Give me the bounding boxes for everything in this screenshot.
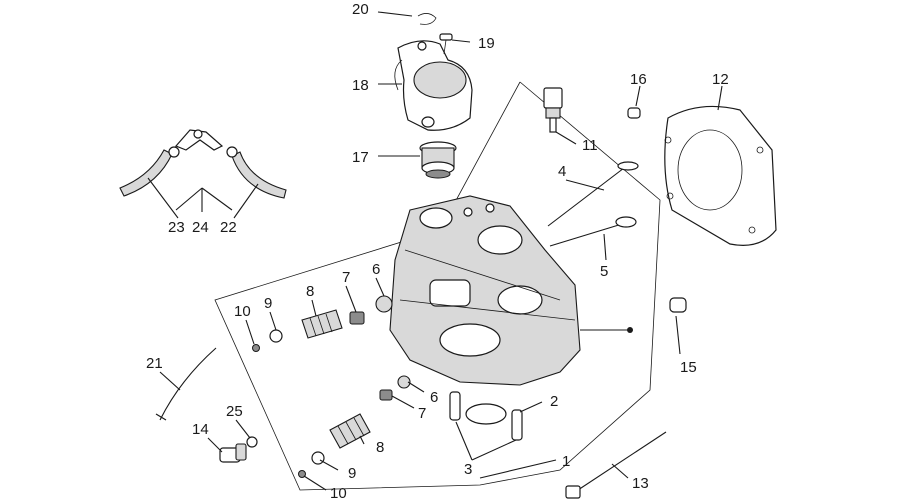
head-bolt bbox=[565, 431, 667, 499]
callout-7-upper: 7 bbox=[342, 269, 350, 286]
callout-23: 23 bbox=[168, 219, 185, 236]
callout-24: 24 bbox=[192, 219, 209, 236]
valve-seal-lower bbox=[397, 375, 411, 389]
breather-hose-ends bbox=[155, 413, 167, 421]
o-ring-3 bbox=[465, 403, 507, 425]
callout-18: 18 bbox=[352, 77, 369, 94]
callout-20: 20 bbox=[352, 1, 369, 18]
intake-valve bbox=[549, 216, 637, 247]
callout-19: 19 bbox=[478, 35, 495, 52]
cylinder-head bbox=[389, 195, 581, 386]
callout-8-lower: 8 bbox=[376, 439, 384, 456]
spring-retainer-upper bbox=[349, 311, 365, 325]
collet-lower bbox=[298, 470, 306, 478]
callout-25: 25 bbox=[226, 403, 243, 420]
washer-25 bbox=[246, 436, 258, 448]
callout-9-upper: 9 bbox=[264, 295, 272, 312]
temp-sensor bbox=[543, 87, 563, 133]
dowel-15 bbox=[669, 297, 687, 313]
valve-spring-upper bbox=[301, 309, 343, 339]
dowel-16 bbox=[627, 107, 641, 119]
collet-upper bbox=[252, 344, 260, 352]
callout-10-lower: 10 bbox=[330, 485, 347, 502]
callout-6-lower: 6 bbox=[430, 389, 438, 406]
callout-9-lower: 9 bbox=[348, 465, 356, 482]
callout-6-upper: 6 bbox=[372, 261, 380, 278]
bolt-19 bbox=[439, 33, 453, 55]
callout-3: 3 bbox=[464, 461, 472, 478]
callout-10-upper: 10 bbox=[234, 303, 251, 320]
head-gasket bbox=[664, 105, 777, 246]
leader-lines bbox=[147, 11, 723, 491]
breather-hose bbox=[159, 347, 217, 421]
valve-spring-lower bbox=[329, 413, 371, 449]
callout-12: 12 bbox=[712, 71, 729, 88]
exhaust-valve bbox=[547, 161, 639, 227]
dowel-pin-2a bbox=[449, 391, 461, 421]
spring-seat-lower bbox=[311, 451, 325, 465]
callout-16: 16 bbox=[630, 71, 647, 88]
spring-retainer-lower bbox=[379, 389, 393, 401]
circlip bbox=[417, 13, 437, 25]
callout-4: 4 bbox=[558, 163, 566, 180]
callout-labels: 20 19 18 17 16 12 11 4 5 23 24 22 7 6 8 … bbox=[146, 1, 729, 502]
callout-2: 2 bbox=[550, 393, 558, 410]
valve-seal-upper bbox=[375, 295, 393, 313]
callout-11: 11 bbox=[582, 137, 598, 154]
hose-assembly bbox=[119, 129, 287, 199]
assembly-frame bbox=[214, 81, 661, 491]
thermostat-housing bbox=[394, 40, 473, 131]
callout-15: 15 bbox=[680, 359, 697, 376]
callout-13: 13 bbox=[632, 475, 649, 492]
callout-21: 21 bbox=[146, 355, 163, 372]
callout-5: 5 bbox=[600, 263, 608, 280]
callout-8-upper: 8 bbox=[306, 283, 314, 300]
callout-14: 14 bbox=[192, 421, 209, 438]
spring-seat-upper bbox=[269, 329, 283, 343]
callout-7-lower: 7 bbox=[418, 405, 426, 422]
dowel-pin-2b bbox=[511, 409, 523, 441]
callout-22: 22 bbox=[220, 219, 237, 236]
callout-1: 1 bbox=[562, 453, 570, 470]
thermostat bbox=[419, 141, 457, 179]
callout-17: 17 bbox=[352, 149, 369, 166]
drain-plug bbox=[219, 443, 247, 463]
